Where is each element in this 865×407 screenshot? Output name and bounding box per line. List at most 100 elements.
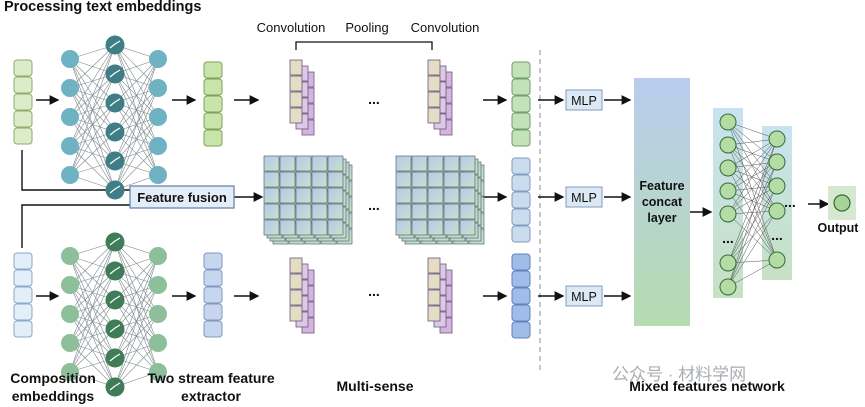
composition-network-output-node xyxy=(149,334,167,352)
fusion-connector-top xyxy=(21,150,130,191)
text-network-input-node xyxy=(61,137,79,155)
mixed-layer-2-node xyxy=(768,202,786,220)
feature-fusion-label: Feature fusion xyxy=(137,190,227,205)
mixed-vector-middle-cell xyxy=(511,208,531,226)
grid-stack-2 xyxy=(395,155,485,245)
text-network-hidden-node xyxy=(105,151,125,171)
text-network-output-node xyxy=(149,50,167,68)
text-network-input-node xyxy=(61,50,79,68)
mixed-vector-top-cell xyxy=(511,95,531,113)
text-embedding-vector xyxy=(13,59,33,145)
text-embedding-vector-cell xyxy=(13,59,33,77)
mixed-ellipsis-1: ... xyxy=(722,230,734,246)
text-embedding-vector-cell xyxy=(13,110,33,128)
text-network-hidden-node xyxy=(105,93,125,113)
mixed-layer-1-node xyxy=(719,254,737,272)
mixed-vector-bottom-cell xyxy=(511,270,531,288)
composition-embedding-vector-cell xyxy=(13,320,33,338)
text-network-hidden-node xyxy=(105,35,125,55)
mixed-vector-bottom xyxy=(511,253,531,339)
composition-feature-vector-cell xyxy=(203,320,223,338)
mixed-layer-2-node xyxy=(768,251,786,269)
conv-bracket xyxy=(295,41,433,50)
mixed-vector-bottom-cell xyxy=(511,304,531,322)
composition-network-hidden-node xyxy=(105,290,125,310)
label-multi-sense: Multi-sense xyxy=(336,378,414,394)
mixed-layer-1-node xyxy=(719,136,737,154)
composition-network-input-node xyxy=(61,247,79,265)
mlp-block-2: MLP xyxy=(565,186,603,208)
text-network-hidden-node xyxy=(105,64,125,84)
composition-feature-vector-cell xyxy=(203,252,223,270)
mixed-layer-2-node xyxy=(768,130,786,148)
mixed-vector-middle-cell xyxy=(511,225,531,243)
mixed-layer-2-node xyxy=(768,177,786,195)
composition-feature-vector-cell xyxy=(203,303,223,321)
composition-network-output-node xyxy=(149,276,167,294)
feature-fusion-box xyxy=(129,185,235,209)
mixed-layer-1-node xyxy=(719,182,737,200)
mlp-block-3: MLP xyxy=(565,285,603,307)
feature-concat-label-2: concat xyxy=(642,195,683,209)
text-network-output-node xyxy=(149,79,167,97)
composition-feature-vector xyxy=(203,252,223,338)
composition-network-hidden-node xyxy=(105,348,125,368)
text-network-output-node xyxy=(149,137,167,155)
text-feature-vector-cell xyxy=(203,95,223,113)
composition-network xyxy=(61,232,167,397)
label-mixed-features: Mixed features network xyxy=(629,378,785,394)
composition-network-hidden-node xyxy=(105,319,125,339)
text-network-output-node xyxy=(149,108,167,126)
label-output: Output xyxy=(817,221,859,235)
composition-feature-vector-cell xyxy=(203,269,223,287)
text-feature-vector-cell xyxy=(203,112,223,130)
composition-network-hidden-node xyxy=(105,232,125,252)
text-network-hidden-node xyxy=(105,122,125,142)
title-processing-text: Processing text embeddings xyxy=(4,0,202,15)
mlp-box xyxy=(565,89,603,111)
composition-network-input-node xyxy=(61,334,79,352)
conv-stack-bottom-1 xyxy=(289,257,315,334)
conv-stack-bottom-2 xyxy=(427,257,453,334)
composition-embedding-vector xyxy=(13,252,33,338)
fusion-connector-bottom xyxy=(21,204,130,248)
text-embedding-vector-cell xyxy=(13,93,33,111)
composition-network-input-node xyxy=(61,276,79,294)
conv-stack-top-2 xyxy=(427,59,453,136)
mixed-layer-1-node xyxy=(719,159,737,177)
text-network-output-node xyxy=(149,166,167,184)
label-two-stream: Two stream feature extractor xyxy=(147,370,275,404)
mlp-label: MLP xyxy=(571,290,597,304)
composition-network-output-node xyxy=(149,363,167,381)
feature-concat-label-3: layer xyxy=(647,211,676,225)
mixed-vector-top-cell xyxy=(511,112,531,130)
text-network-hidden-node xyxy=(105,180,125,200)
mixed-vector-middle-cell xyxy=(511,191,531,209)
grid-stack-1 xyxy=(263,155,353,245)
mixed-vector-top-cell xyxy=(511,61,531,79)
text-network-input-node xyxy=(61,79,79,97)
watermark: 公众号 · 材料学网 xyxy=(612,365,747,384)
mixed-ellipsis-2: ... xyxy=(771,227,783,243)
mixed-vector-middle-cell xyxy=(511,157,531,175)
ellipsis-2: ... xyxy=(368,197,380,213)
mlp-label: MLP xyxy=(571,94,597,108)
composition-network-output-node xyxy=(149,305,167,323)
mixed-vector-middle xyxy=(511,157,531,243)
mixed-vector-top-cell xyxy=(511,129,531,147)
mlp-box xyxy=(565,186,603,208)
mixed-layer-1-node xyxy=(719,205,737,223)
mixed-layer-1-node xyxy=(719,278,737,296)
mixed-vector-top-cell xyxy=(511,78,531,96)
text-network-input-node xyxy=(61,166,79,184)
label-convolution-2: Convolution xyxy=(410,20,480,35)
mlp-box xyxy=(565,285,603,307)
text-network xyxy=(61,35,167,200)
mixed-layer-1-node xyxy=(719,113,737,131)
composition-network-input-node xyxy=(61,305,79,323)
ellipsis-3: ... xyxy=(368,283,380,299)
composition-embedding-vector-cell xyxy=(13,303,33,321)
composition-network-hidden-node xyxy=(105,261,125,281)
mixed-vector-bottom-cell xyxy=(511,253,531,271)
